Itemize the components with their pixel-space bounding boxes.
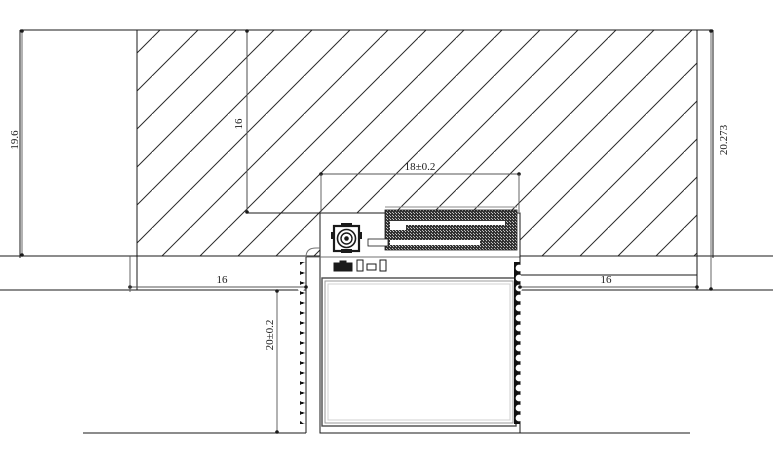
castellated-pads-right bbox=[514, 262, 523, 424]
boundary-lines bbox=[0, 29, 773, 434]
dim-label-16-right: 16 bbox=[601, 274, 613, 286]
module-shield-box bbox=[321, 277, 517, 427]
dim-label-20: 20±0.2 bbox=[264, 320, 276, 351]
dim-label-16-vertical: 16 bbox=[233, 118, 245, 130]
smd-component-pads bbox=[333, 259, 387, 272]
dimension-lines bbox=[20, 29, 713, 434]
ufl-rf-connector-icon bbox=[331, 223, 362, 253]
castellated-pads-left bbox=[297, 262, 306, 424]
dim-label-18: 18±0.2 bbox=[405, 161, 436, 173]
pcb-antenna bbox=[367, 206, 518, 251]
dimension-labels: 19.6 16 20.273 18±0.2 20±0.2 16 16 bbox=[9, 118, 730, 350]
dim-label-19-6: 19.6 bbox=[9, 130, 21, 150]
dim-label-20-273: 20.273 bbox=[718, 124, 730, 155]
dim-label-16-left: 16 bbox=[217, 274, 229, 286]
